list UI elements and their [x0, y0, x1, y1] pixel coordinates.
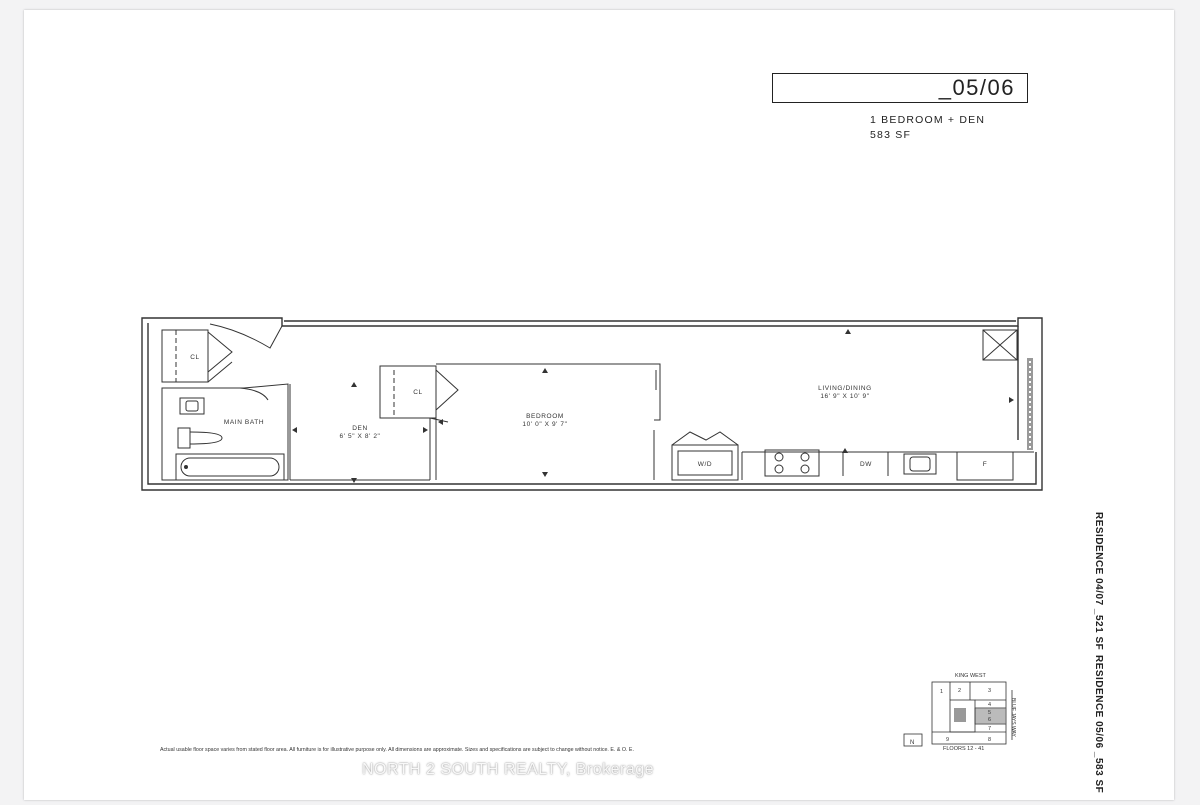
- key-plan-unit: 4: [988, 702, 991, 708]
- key-plan-floors: FLOORS 12 - 41: [943, 746, 985, 752]
- closet-bedroom: [379, 365, 459, 419]
- washer-dryer-label: W/D: [698, 461, 712, 468]
- key-plan-unit: 1: [940, 689, 943, 695]
- unit-number: _05/06: [938, 75, 1015, 100]
- bedroom-dimensions: 10' 0" X 9' 7": [522, 421, 567, 428]
- dishwasher-label: DW: [860, 461, 872, 468]
- fridge-label: F: [983, 461, 988, 468]
- key-plan-unit: 6: [988, 717, 991, 723]
- disclaimer: Actual usable floor space varies from st…: [160, 747, 634, 753]
- unit-number-box: _05/06: [772, 73, 1028, 103]
- closet-label: CL: [190, 354, 200, 361]
- residence-label-a: RESIDENCE 04/07 _521 SF: [1093, 512, 1104, 651]
- exterior-walls: [141, 317, 1043, 491]
- key-plan-unit: 3: [988, 688, 991, 694]
- den: [289, 382, 449, 483]
- bedroom-label: BEDROOM: [526, 413, 564, 420]
- living-dining-dimensions: 16' 9" X 10' 9": [820, 393, 869, 400]
- key-plan-unit: 2: [958, 688, 961, 694]
- key-plan: [903, 681, 1013, 747]
- floor-plan-sheet: [24, 10, 1174, 800]
- den-label: DEN: [352, 425, 368, 432]
- kitchen-counter: [741, 448, 1034, 481]
- key-plan-north: N: [910, 740, 914, 746]
- mechanical-shaft: [982, 329, 1018, 361]
- den-dimensions: 6' 5" X 8' 2": [340, 433, 381, 440]
- balcony-door: [1027, 358, 1033, 450]
- key-plan-unit: 7: [988, 726, 991, 732]
- key-plan-side-street: BLUE JAYS WAY: [1010, 698, 1016, 737]
- bathroom: [161, 383, 289, 481]
- residence-label-b: RESIDENCE 05/06 _583 SF: [1093, 655, 1104, 794]
- unit-size: 583 SF: [870, 129, 912, 141]
- unit-type: 1 BEDROOM + DEN: [870, 114, 986, 126]
- main-bath-label: MAIN BATH: [224, 419, 264, 426]
- key-plan-unit: 9: [946, 737, 949, 743]
- entry-door: [209, 323, 283, 349]
- key-plan-unit: 8: [988, 737, 991, 743]
- living-dining-label: LIVING/DINING: [818, 385, 872, 392]
- key-plan-street: KING WEST: [955, 673, 986, 679]
- key-plan-unit: 5: [988, 710, 991, 716]
- closet-left: [161, 329, 233, 383]
- living-dining: [845, 329, 1014, 403]
- watermark: NORTH 2 SOUTH REALTY, Brokerage: [362, 761, 655, 778]
- closet-label: CL: [413, 389, 423, 396]
- bedroom: [435, 363, 661, 480]
- washer-dryer: [671, 431, 739, 481]
